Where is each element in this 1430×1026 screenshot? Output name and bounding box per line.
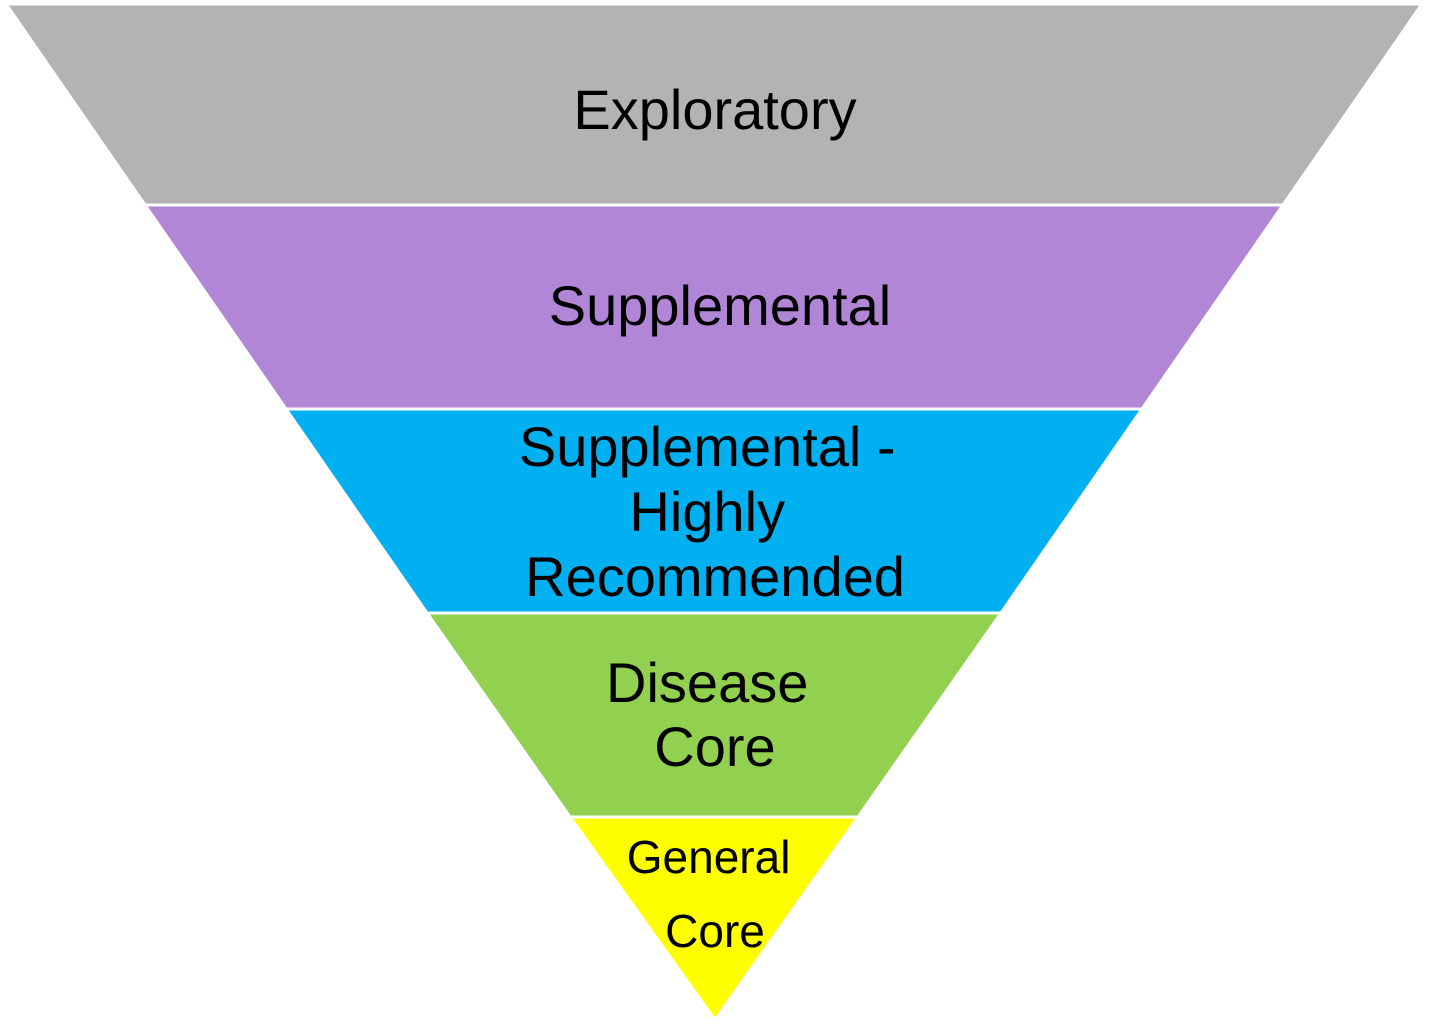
tier-general-core-band bbox=[567, 815, 861, 1023]
tier-general-core-label: General Core bbox=[627, 831, 803, 957]
tier-disease-core: Disease Core bbox=[424, 611, 1004, 819]
tier-supplemental-highly-recommended: Supplemental - Highly Recommended bbox=[283, 407, 1145, 615]
tier-disease-core-label: Disease Core bbox=[606, 651, 824, 778]
tier-disease-core-line-2: Core bbox=[654, 715, 775, 778]
tier-supplemental-line-1: Supplemental bbox=[549, 274, 891, 337]
tier-general-core-line-2: Core bbox=[665, 905, 765, 957]
tier-shr-line-3: Recommended bbox=[525, 545, 905, 608]
tier-general-core-line-1: General bbox=[627, 831, 791, 883]
tier-supplemental: Supplemental bbox=[142, 203, 1286, 411]
tier-exploratory-line-1: Exploratory bbox=[573, 78, 856, 141]
tier-exploratory-label: Exploratory bbox=[573, 78, 856, 141]
tier-exploratory: Exploratory bbox=[3, 2, 1425, 207]
tier-supplemental-highly-recommended-label: Supplemental - Highly Recommended bbox=[519, 415, 911, 608]
tier-disease-core-line-1: Disease bbox=[606, 651, 808, 714]
tier-shr-line-1: Supplemental - bbox=[519, 415, 896, 478]
tier-shr-line-2: Highly bbox=[629, 480, 785, 543]
tier-supplemental-label: Supplemental bbox=[549, 274, 891, 337]
tier-general-core: General Core bbox=[567, 815, 861, 1023]
